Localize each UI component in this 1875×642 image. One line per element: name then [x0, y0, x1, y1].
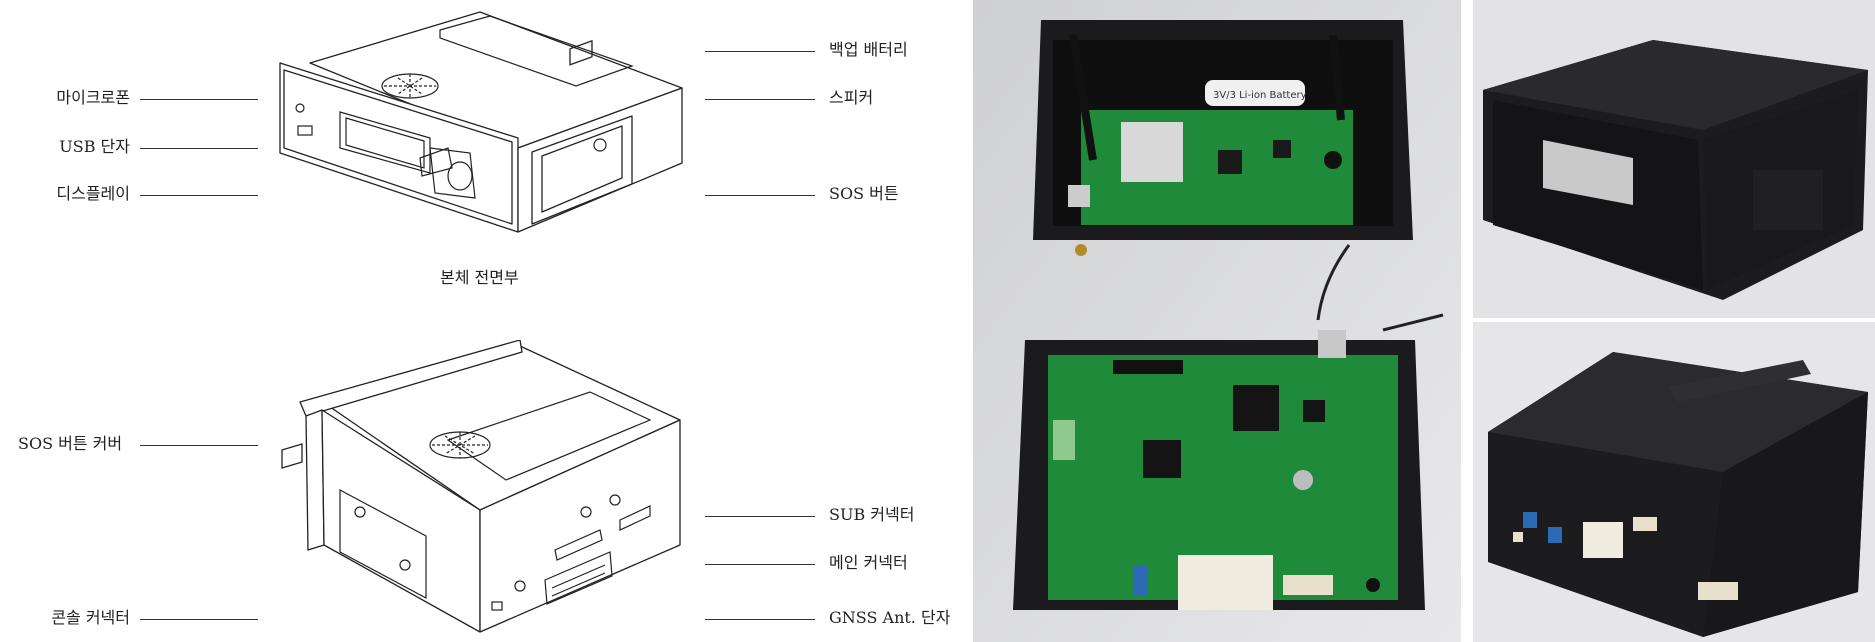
- leader-line: [705, 564, 815, 565]
- closed-unit-photo-front: [1473, 0, 1875, 318]
- leader-line: [705, 516, 815, 517]
- leader-line: [140, 99, 258, 100]
- label-sos-button-cover: SOS 버튼 커버: [18, 434, 123, 453]
- leader-line: [140, 195, 258, 196]
- front-unit-drawing: [270, 8, 690, 240]
- label-display: 디스플레이: [56, 184, 130, 203]
- label-gnss-antenna-port: GNSS Ant. 단자: [829, 608, 951, 627]
- leader-line: [705, 99, 815, 100]
- label-speaker: 스피커: [829, 88, 874, 107]
- pcb-photo: 3V/3 Li-ion Battery: [973, 0, 1461, 642]
- leader-line: [140, 619, 258, 620]
- label-sub-connector: SUB 커넥터: [829, 505, 915, 524]
- label-microphone: 마이크로폰: [56, 88, 130, 107]
- battery-label: 3V/3 Li-ion Battery: [1213, 90, 1307, 101]
- closed-unit-photo-rear: [1473, 322, 1875, 642]
- leader-line: [140, 445, 258, 446]
- leader-line: [140, 148, 258, 149]
- leader-line: [705, 51, 815, 52]
- rear-unit-drawing: [270, 340, 690, 640]
- label-console-connector: 콘솔 커넥터: [51, 608, 130, 627]
- label-usb-port: USB 단자: [59, 137, 130, 156]
- leader-line: [705, 619, 815, 620]
- caption-front-view: 본체 전면부: [440, 268, 519, 287]
- label-backup-battery: 백업 배터리: [829, 40, 908, 59]
- label-sos-button: SOS 버튼: [829, 184, 899, 203]
- label-main-connector: 메인 커넥터: [829, 553, 908, 572]
- leader-line: [705, 195, 815, 196]
